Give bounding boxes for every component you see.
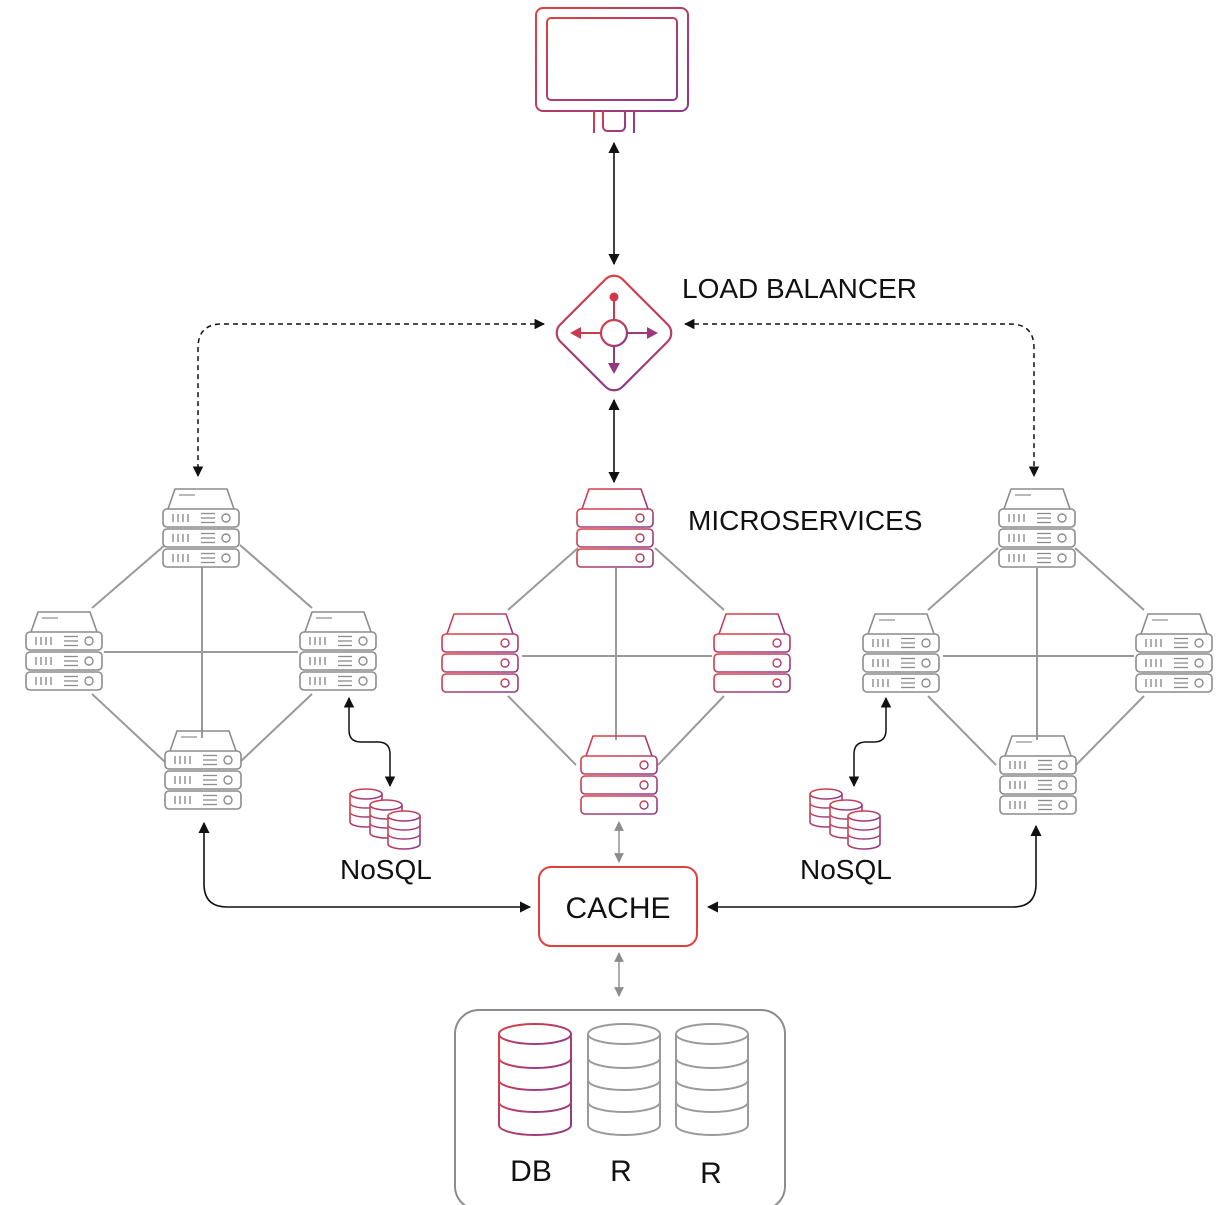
right-cluster-server-left (862, 613, 940, 693)
replica-1-db-icon (587, 1023, 661, 1136)
middle-cluster-server-right (713, 613, 791, 693)
load-balancer-label: LOAD BALANCER (682, 273, 917, 304)
left-cluster-server-bottom (164, 730, 242, 810)
right-cluster-mesh (927, 547, 1145, 766)
primary-db-icon (498, 1023, 572, 1136)
middle-cluster-mesh (507, 547, 725, 766)
right-nosql-icon (809, 788, 881, 850)
left-cluster-server-top (162, 488, 240, 568)
load-balancer-icon (555, 274, 673, 392)
replica-2-label: R (700, 1157, 722, 1190)
middle-cluster-server-bottom (580, 735, 658, 815)
microservices-label: MICROSERVICES (688, 505, 922, 536)
middle-cluster-server-left (441, 613, 519, 693)
left-nosql-icon (349, 788, 421, 850)
cache-box (538, 866, 698, 947)
replica-1-label: R (610, 1155, 632, 1188)
monitor-icon (535, 7, 689, 136)
left-cluster-server-right (299, 611, 377, 691)
replica-2-db-icon (675, 1023, 749, 1136)
left-cluster-server-left (25, 611, 103, 691)
left-cluster-cache-link (198, 821, 532, 913)
right-nosql-link (848, 696, 892, 788)
cache-label: CACHE (565, 892, 670, 925)
right-nosql-label: NoSQL (800, 854, 892, 885)
right-cluster-server-right (1135, 613, 1213, 693)
left-nosql-link (343, 696, 396, 788)
right-cluster-cache-link (706, 824, 1042, 913)
left-cluster-mesh (91, 544, 313, 763)
right-cluster-server-bottom (999, 735, 1077, 815)
lb-right-cluster-link (683, 318, 1040, 478)
middle-cluster-server-top (576, 488, 654, 568)
right-cluster-server-top (998, 488, 1076, 568)
lb-left-cluster-link (192, 318, 546, 478)
primary-db-label: DB (510, 1155, 552, 1188)
left-nosql-label: NoSQL (340, 854, 432, 885)
